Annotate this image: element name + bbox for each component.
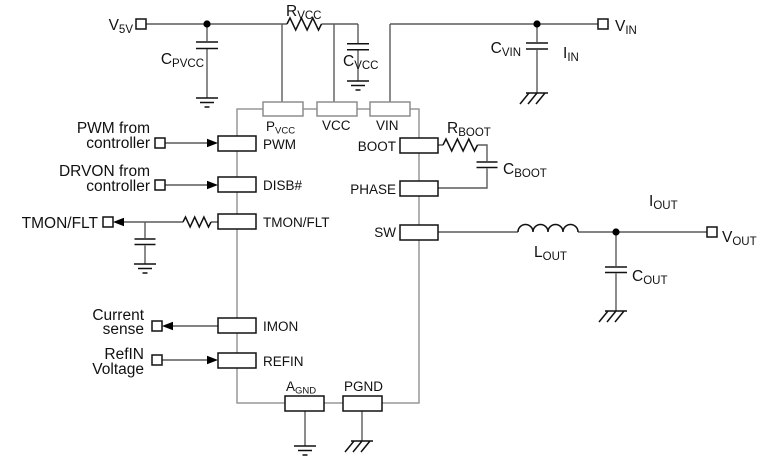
earth-ground-agnd	[294, 445, 316, 456]
label-rboot: RBOOT	[447, 120, 491, 139]
pin-box-phase	[399, 180, 439, 197]
pin-label-vcc: VCC	[322, 118, 351, 133]
label-vout-terminal: VOUT	[722, 229, 757, 248]
pin-box-pgnd	[342, 395, 383, 412]
label-cpvcc: CPVCC	[161, 51, 204, 70]
pin-label-tmon: TMON/FLT	[263, 215, 330, 230]
pin-box-vcc	[316, 101, 358, 117]
label-vin-terminal: VIN	[615, 18, 637, 37]
label-cvcc: CVCC	[343, 53, 378, 72]
earth-ground-cvcc	[347, 80, 369, 91]
label-current-sense-line2: sense	[103, 321, 144, 338]
arrow-tmon-out	[113, 217, 124, 227]
label-refin-voltage-line1: RefIN	[104, 346, 144, 363]
wires	[121, 23, 707, 446]
pin-box-boot	[399, 137, 439, 154]
label-cvin: CVIN	[491, 40, 521, 59]
label-v5v: V5V	[109, 17, 134, 36]
arrow-imon-out	[162, 321, 173, 331]
pin-label-pwm: PWM	[263, 137, 296, 152]
pin-label-sw: SW	[374, 225, 396, 240]
label-drvon-from-line2: controller	[86, 178, 150, 195]
arrow-drvon-in	[207, 180, 218, 190]
label-iin: IIN	[563, 45, 579, 64]
label-pwm-from-line2: controller	[86, 135, 150, 152]
terminal-pwm	[154, 137, 166, 149]
capacitor-cboot	[476, 161, 498, 169]
pin-label-agnd: AGND	[286, 379, 316, 397]
junction-dot-vin	[533, 20, 541, 28]
pin-label-boot: BOOT	[358, 139, 396, 154]
arrow-pwm-in	[207, 138, 218, 148]
junction-dot-v5v	[203, 20, 211, 28]
pin-label-vin: VIN	[376, 118, 399, 133]
terminal-drvon	[154, 179, 166, 191]
resistor-rboot	[442, 137, 479, 153]
label-drvon-from-line1: DRVON from	[59, 163, 150, 180]
pin-box-agnd	[284, 395, 325, 412]
label-cboot: CBOOT	[503, 161, 547, 180]
pin-box-refin	[217, 352, 257, 369]
earth-ground-cpvcc	[196, 97, 218, 108]
label-tmon-flt-external: TMON/FLT	[22, 215, 99, 232]
resistor-tmon	[182, 215, 212, 229]
capacitor-cpvcc	[196, 41, 218, 50]
pin-box-pwm	[217, 135, 257, 152]
label-pwm-from-line1: PWM from	[77, 120, 150, 137]
arrow-refin-in	[207, 355, 218, 365]
capacitor-tmon	[134, 238, 156, 246]
capacitor-cout	[605, 266, 627, 274]
terminal-vout	[706, 226, 718, 238]
pin-label-imon: IMON	[263, 319, 298, 334]
label-refin-voltage-line2: Voltage	[92, 361, 144, 378]
chassis-ground-pgnd	[344, 440, 373, 453]
pin-label-disb: DISB#	[263, 178, 303, 193]
pin-box-vin	[369, 101, 411, 117]
resistor-rvcc	[286, 16, 323, 32]
terminal-isense	[151, 320, 163, 332]
pin-box-pvcc	[262, 101, 304, 117]
label-rvcc: RVCC	[286, 3, 321, 22]
terminal-v5v	[135, 18, 147, 30]
pin-box-sw	[399, 224, 439, 241]
pin-label-pvcc: PVCC	[266, 119, 295, 137]
pin-box-imon	[217, 317, 257, 334]
chassis-ground-cvin	[519, 92, 548, 105]
terminal-vin	[597, 18, 609, 30]
terminal-refin	[151, 354, 163, 366]
label-lout: LOUT	[534, 244, 567, 263]
label-current-sense-line1: Current	[92, 307, 144, 324]
terminal-tmon	[102, 216, 114, 228]
capacitor-cvin	[526, 42, 548, 50]
pin-box-tmon	[217, 213, 257, 230]
inductor-lout	[517, 223, 579, 233]
pin-label-pgnd: PGND	[344, 379, 383, 394]
chassis-ground-cout	[598, 310, 627, 323]
label-iout: IOUT	[649, 193, 678, 212]
capacitor-cvcc	[347, 43, 369, 51]
junction-dot-vout	[612, 228, 620, 236]
pin-box-disb	[217, 176, 257, 193]
pin-label-phase: PHASE	[350, 182, 396, 197]
pin-label-refin: REFIN	[263, 354, 304, 369]
label-cout: COUT	[632, 268, 667, 287]
earth-ground-tmon	[134, 263, 156, 274]
